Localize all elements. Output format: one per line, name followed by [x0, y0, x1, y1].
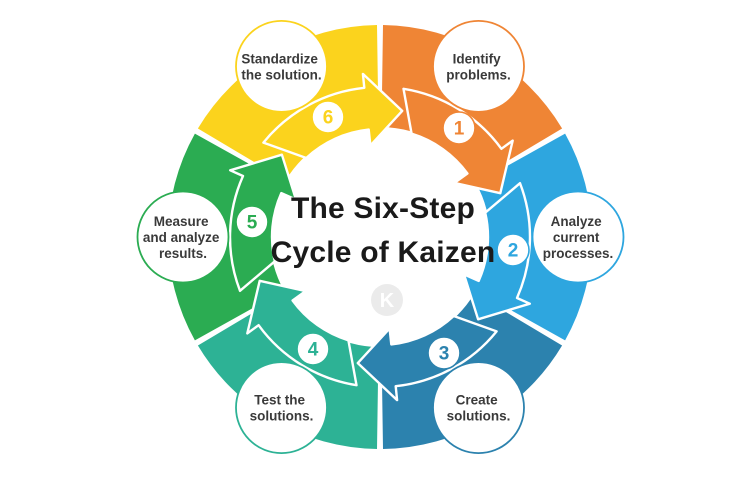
step-2-label-circle	[531, 190, 625, 284]
step-4-flow-arrow	[246, 279, 358, 387]
step-4-label-circle	[235, 361, 328, 455]
step-2-label: Analyze current processes.	[543, 214, 614, 261]
title-line-2: Cycle of Kaizen	[271, 236, 496, 269]
diagram-title: The Six-Step Cycle of Kaizen	[271, 192, 496, 269]
step-6-label-circle	[235, 20, 328, 113]
step-2-number-badge	[496, 233, 530, 267]
step-6-number-badge	[311, 100, 345, 134]
label-circles: Identify problems. Analyze current proce…	[136, 20, 625, 455]
step-3-number-badge	[427, 336, 461, 370]
step-1-number-badge	[442, 111, 476, 145]
step-3-flow-arrow	[356, 314, 498, 402]
step-1-label-circle	[432, 20, 525, 113]
step-4-number-badge	[296, 332, 330, 366]
step-5-number-badge	[235, 205, 269, 239]
step-1-number: 1	[454, 119, 465, 140]
step-3-label: Create solutions.	[447, 393, 511, 424]
step-5-label: Measure and analyze results.	[143, 214, 223, 261]
step-4-label: Test the solutions.	[250, 393, 314, 424]
step-1-label: Identify problems.	[446, 52, 511, 83]
step-4-number: 4	[308, 340, 319, 361]
number-badges: 1 2 3 4 5 6	[235, 100, 530, 370]
step-6-number: 6	[323, 108, 334, 129]
title-line-1: The Six-Step	[291, 192, 475, 225]
watermark-circle	[371, 284, 403, 316]
step-5-label-circle	[136, 190, 230, 284]
watermark-k-letter: K	[380, 290, 395, 312]
step-5-number: 5	[247, 213, 258, 234]
step-3-number: 3	[439, 344, 450, 365]
step-6-label: Standardize the solution.	[241, 52, 321, 83]
watermark-logo: K	[371, 284, 403, 316]
step-3-label-circle	[432, 361, 525, 455]
step-2-number: 2	[508, 241, 519, 262]
